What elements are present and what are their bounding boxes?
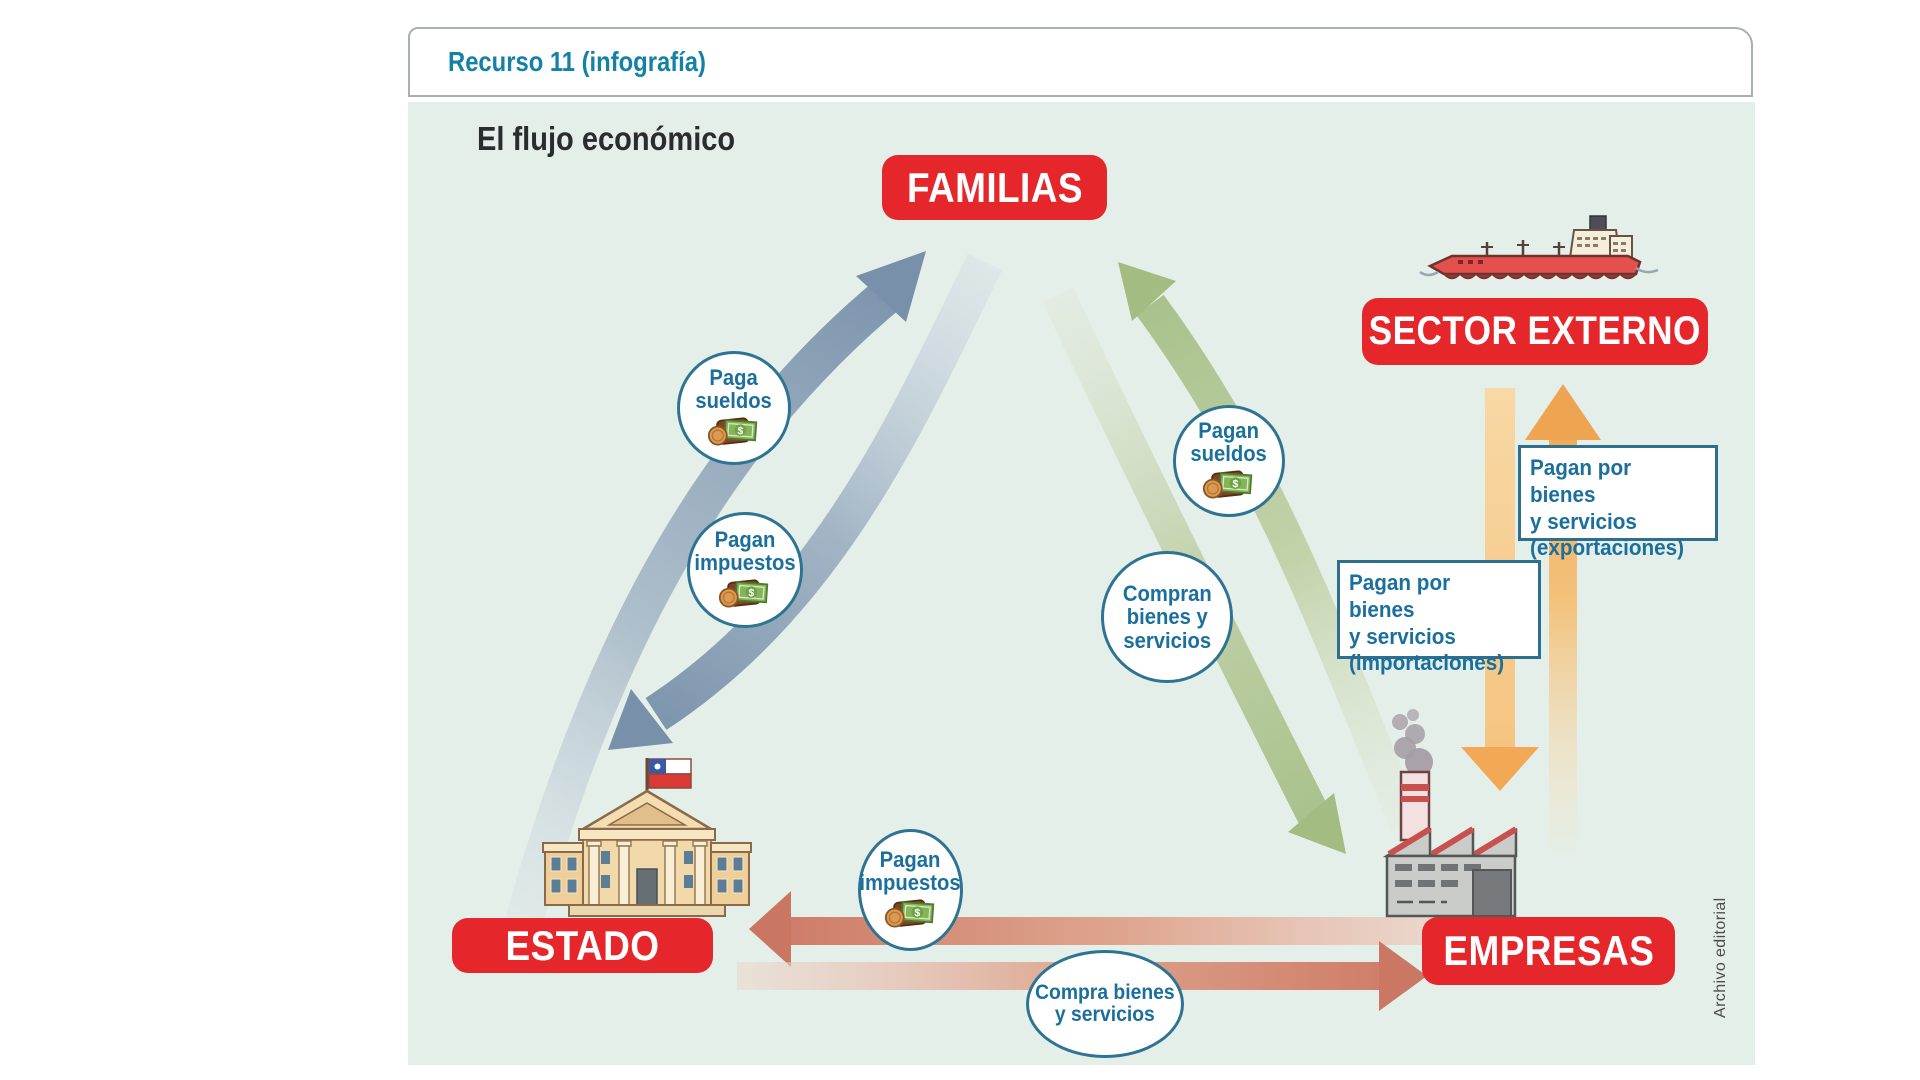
- label-compran-bienes: Compran bienes y servicios: [1101, 551, 1233, 683]
- credit-text: Archivo editorial: [1712, 897, 1729, 1018]
- label-paga-sueldos: Paga sueldos: [677, 351, 791, 465]
- label-compra-bienes: Compra bienes y servicios: [1026, 950, 1184, 1058]
- label-pagan-impuestos-familias: Pagan impuestos: [687, 512, 803, 628]
- money-icon: [1201, 467, 1257, 503]
- money-icon: [883, 896, 939, 932]
- resource-header: Recurso 11 (infografía): [408, 27, 1753, 97]
- node-empresas-label: EMPRESAS: [1443, 927, 1654, 974]
- node-sector-externo-label: SECTOR EXTERNO: [1368, 309, 1702, 353]
- label-pagan-impuestos-empresas: Pagan impuestos: [858, 829, 963, 951]
- node-empresas: EMPRESAS: [1422, 917, 1675, 985]
- diagram-title: El flujo económico: [477, 120, 736, 157]
- node-estado: ESTADO: [452, 918, 713, 973]
- money-icon: [717, 576, 773, 612]
- node-familias-label: FAMILIAS: [906, 163, 1083, 211]
- node-sector-externo: SECTOR EXTERNO: [1362, 298, 1708, 365]
- node-familias: FAMILIAS: [882, 155, 1107, 220]
- money-icon: [706, 414, 762, 450]
- label-pagan-sueldos: Pagan sueldos: [1173, 405, 1285, 517]
- label-importaciones: Pagan por bienes y servicios (importacio…: [1337, 560, 1541, 675]
- label-exportaciones: Pagan por bienes y servicios (exportacio…: [1518, 445, 1718, 560]
- resource-title: Recurso 11 (infografía): [448, 46, 706, 77]
- node-estado-label: ESTADO: [505, 921, 660, 969]
